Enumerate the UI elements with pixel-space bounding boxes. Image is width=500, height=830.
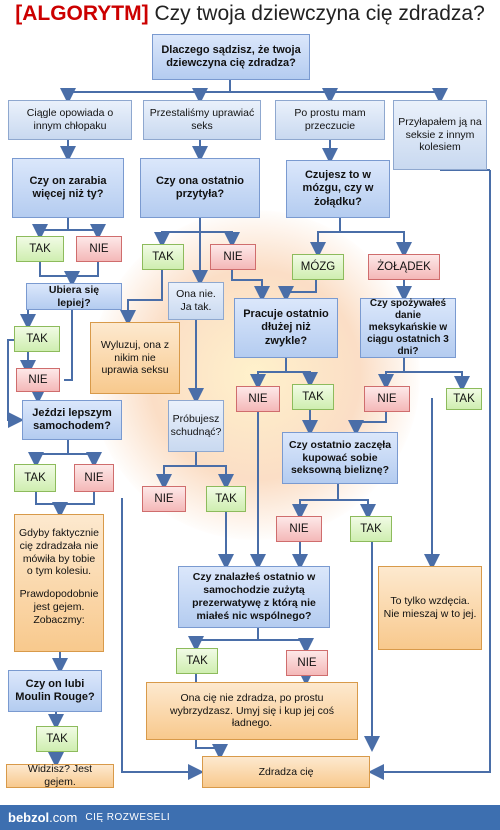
result-probably-gay-text1: Gdyby faktycznie cię zdradzała nie mówił… bbox=[19, 527, 99, 578]
footer-logo[interactable]: bebzol.com bbox=[8, 810, 77, 825]
answer-nie-9-text: NIE bbox=[297, 656, 317, 669]
start-question: Dlaczego sądzisz, że twoja dziewczyna ci… bbox=[152, 34, 310, 80]
result-see-gay: Widzisz? Jest gejem. bbox=[6, 763, 114, 788]
answer-nie-1-text: NIE bbox=[89, 242, 109, 255]
answer-nie-3: NIE bbox=[16, 368, 60, 392]
result-see-gay-text: Widzisz? Jest gejem. bbox=[27, 763, 93, 788]
answer-mozg: MÓZG bbox=[292, 254, 344, 280]
answer-nie-7-text: NIE bbox=[154, 492, 174, 505]
question-moulin-rouge: Czy on lubi Moulin Rouge? bbox=[8, 670, 102, 712]
question-mexican-food-text: Czy spożywałeś danie meksykańskie w ciąg… bbox=[367, 297, 449, 358]
footer-logo-suffix: .com bbox=[49, 810, 78, 825]
connector-arrows bbox=[7, 80, 491, 780]
result-probably-gay-text2: Prawdopodobnie jest gejem. Zobaczmy: bbox=[19, 588, 99, 626]
answer-tak-7: TAK bbox=[206, 486, 246, 512]
answer-nie-3-text: NIE bbox=[28, 373, 48, 386]
answer-tak-2-text: TAK bbox=[152, 250, 174, 263]
question-condom-text: Czy znalazłeś ostatnio w samochodzie zuż… bbox=[192, 571, 316, 622]
title-text: Czy twoja dziewczyna cię zdradza? bbox=[154, 2, 485, 25]
answer-tak-4: TAK bbox=[292, 384, 334, 410]
answer-tak-6: TAK bbox=[14, 464, 56, 492]
result-just-bloating: To tylko wzdęcia. Nie mieszaj w to jej. bbox=[378, 566, 482, 650]
answer-tak-3: TAK bbox=[14, 326, 60, 352]
question-brain-or-stomach: Czujesz to w mózgu, czy w żołądku? bbox=[286, 160, 390, 218]
answer-zoladek: ŻOŁĄDEK bbox=[368, 254, 440, 280]
question-earns-more: Czy on zarabia więcej niż ty? bbox=[12, 158, 124, 218]
footer-logo-name: bebzol bbox=[8, 810, 50, 825]
answer-tak-9-text: TAK bbox=[186, 654, 208, 667]
reason-caught: Przyłapałem ją na seksie z innym kolesie… bbox=[393, 100, 487, 170]
result-just-bloating-text: To tylko wzdęcia. Nie mieszaj w to jej. bbox=[383, 595, 477, 620]
page-title: [ALGORYTM] Czy twoja dziewczyna cię zdra… bbox=[15, 2, 485, 25]
answer-tak-2: TAK bbox=[142, 244, 184, 270]
answer-nie-4: NIE bbox=[236, 386, 280, 412]
reason-no-sex: Przestaliśmy uprawiać seks bbox=[143, 100, 261, 140]
title-tag: ALGORYTM bbox=[22, 2, 142, 25]
answer-tak-3-text: TAK bbox=[26, 332, 48, 345]
answer-nie-8-text: NIE bbox=[289, 522, 309, 535]
answer-tak-8-text: TAK bbox=[360, 522, 382, 535]
question-lingerie: Czy ostatnio zaczęła kupować sobie sekso… bbox=[282, 432, 398, 484]
start-question-text: Dlaczego sądzisz, że twoja dziewczyna ci… bbox=[161, 43, 301, 69]
result-cheating-text: Zdradza cię bbox=[258, 765, 314, 778]
question-gained-weight-text: Czy ona ostatnio przytyła? bbox=[155, 174, 244, 200]
result-cheating: Zdradza cię bbox=[202, 756, 370, 788]
answer-nie-6-text: NIE bbox=[84, 471, 104, 484]
answer-tak-1: TAK bbox=[16, 236, 64, 262]
reason-caught-text: Przyłapałem ją na seksie z innym kolesie… bbox=[398, 115, 482, 154]
question-dresses-better-text: Ubiera się lepiej? bbox=[48, 283, 100, 309]
result-relax-text: Wyluzuj, ona z nikim nie uprawia seksu bbox=[100, 338, 170, 377]
question-works-longer: Pracuje ostatnio dłużej niż zwykle? bbox=[234, 298, 338, 358]
question-gained-weight: Czy ona ostatnio przytyła? bbox=[140, 158, 260, 218]
answer-nie-2-text: NIE bbox=[223, 250, 243, 263]
question-lingerie-text: Czy ostatnio zaczęła kupować sobie sekso… bbox=[288, 438, 392, 477]
answer-tak-7-text: TAK bbox=[215, 492, 237, 505]
answer-tak-5: TAK bbox=[446, 388, 482, 410]
question-mexican-food: Czy spożywałeś danie meksykańskie w ciąg… bbox=[360, 298, 456, 358]
question-works-longer-text: Pracuje ostatnio dłużej niż zwykle? bbox=[243, 307, 329, 347]
she-no-i-yes: Ona nie. Ja tak. bbox=[168, 282, 224, 320]
answer-tak-8: TAK bbox=[350, 516, 392, 542]
reason-feeling: Po prostu mam przeczucie bbox=[275, 100, 385, 140]
answer-nie-7: NIE bbox=[142, 486, 186, 512]
answer-zoladek-text: ŻOŁĄDEK bbox=[377, 260, 431, 273]
question-losing-weight: Próbujesz schudnąć? bbox=[168, 400, 224, 452]
answer-tak-5-text: TAK bbox=[453, 392, 475, 405]
result-relax: Wyluzuj, ona z nikim nie uprawia seksu bbox=[90, 322, 180, 394]
answer-tak-4-text: TAK bbox=[302, 390, 324, 403]
answer-nie-1: NIE bbox=[76, 236, 122, 262]
result-picky: Ona cię nie zdradza, po prostu wybrzydza… bbox=[146, 682, 358, 740]
answer-tak-6-text: TAK bbox=[24, 471, 46, 484]
result-probably-gay: Gdyby faktycznie cię zdradzała nie mówił… bbox=[14, 514, 104, 652]
answer-nie-4-text: NIE bbox=[248, 392, 268, 405]
question-condom: Czy znalazłeś ostatnio w samochodzie zuż… bbox=[178, 566, 330, 628]
answer-nie-2: NIE bbox=[210, 244, 256, 270]
answer-nie-9: NIE bbox=[286, 650, 328, 676]
answer-nie-5: NIE bbox=[364, 386, 410, 412]
question-losing-weight-text: Próbujesz schudnąć? bbox=[170, 413, 222, 438]
answer-tak-10: TAK bbox=[36, 726, 78, 752]
question-moulin-rouge-text: Czy on lubi Moulin Rouge? bbox=[15, 677, 95, 703]
answer-mozg-text: MÓZG bbox=[300, 260, 336, 273]
answer-nie-6: NIE bbox=[74, 464, 114, 492]
she-no-i-yes-text: Ona nie. Ja tak. bbox=[176, 288, 216, 313]
answer-nie-8: NIE bbox=[276, 516, 322, 542]
reason-no-sex-text: Przestaliśmy uprawiać seks bbox=[149, 107, 255, 132]
footer-slogan: CIĘ ROZWESELI bbox=[85, 812, 171, 823]
answer-tak-10-text: TAK bbox=[46, 732, 68, 745]
answer-tak-1-text: TAK bbox=[29, 242, 51, 255]
question-better-car-text: Jeździ lepszym samochodem? bbox=[32, 406, 112, 432]
answer-tak-9: TAK bbox=[176, 648, 218, 674]
question-earns-more-text: Czy on zarabia więcej niż ty? bbox=[29, 174, 107, 200]
reason-other-guy-text: Ciągle opowiada o innym chłopaku bbox=[26, 107, 114, 132]
site-footer: bebzol.com CIĘ ROZWESELI bbox=[0, 805, 500, 830]
reason-other-guy: Ciągle opowiada o innym chłopaku bbox=[8, 100, 132, 140]
result-picky-text: Ona cię nie zdradza, po prostu wybrzydza… bbox=[170, 691, 334, 730]
question-brain-or-stomach-text: Czujesz to w mózgu, czy w żołądku? bbox=[302, 168, 374, 208]
reason-feeling-text: Po prostu mam przeczucie bbox=[294, 107, 366, 132]
question-better-car: Jeździ lepszym samochodem? bbox=[22, 400, 122, 440]
answer-nie-5-text: NIE bbox=[377, 392, 397, 405]
question-dresses-better: Ubiera się lepiej? bbox=[26, 283, 122, 310]
